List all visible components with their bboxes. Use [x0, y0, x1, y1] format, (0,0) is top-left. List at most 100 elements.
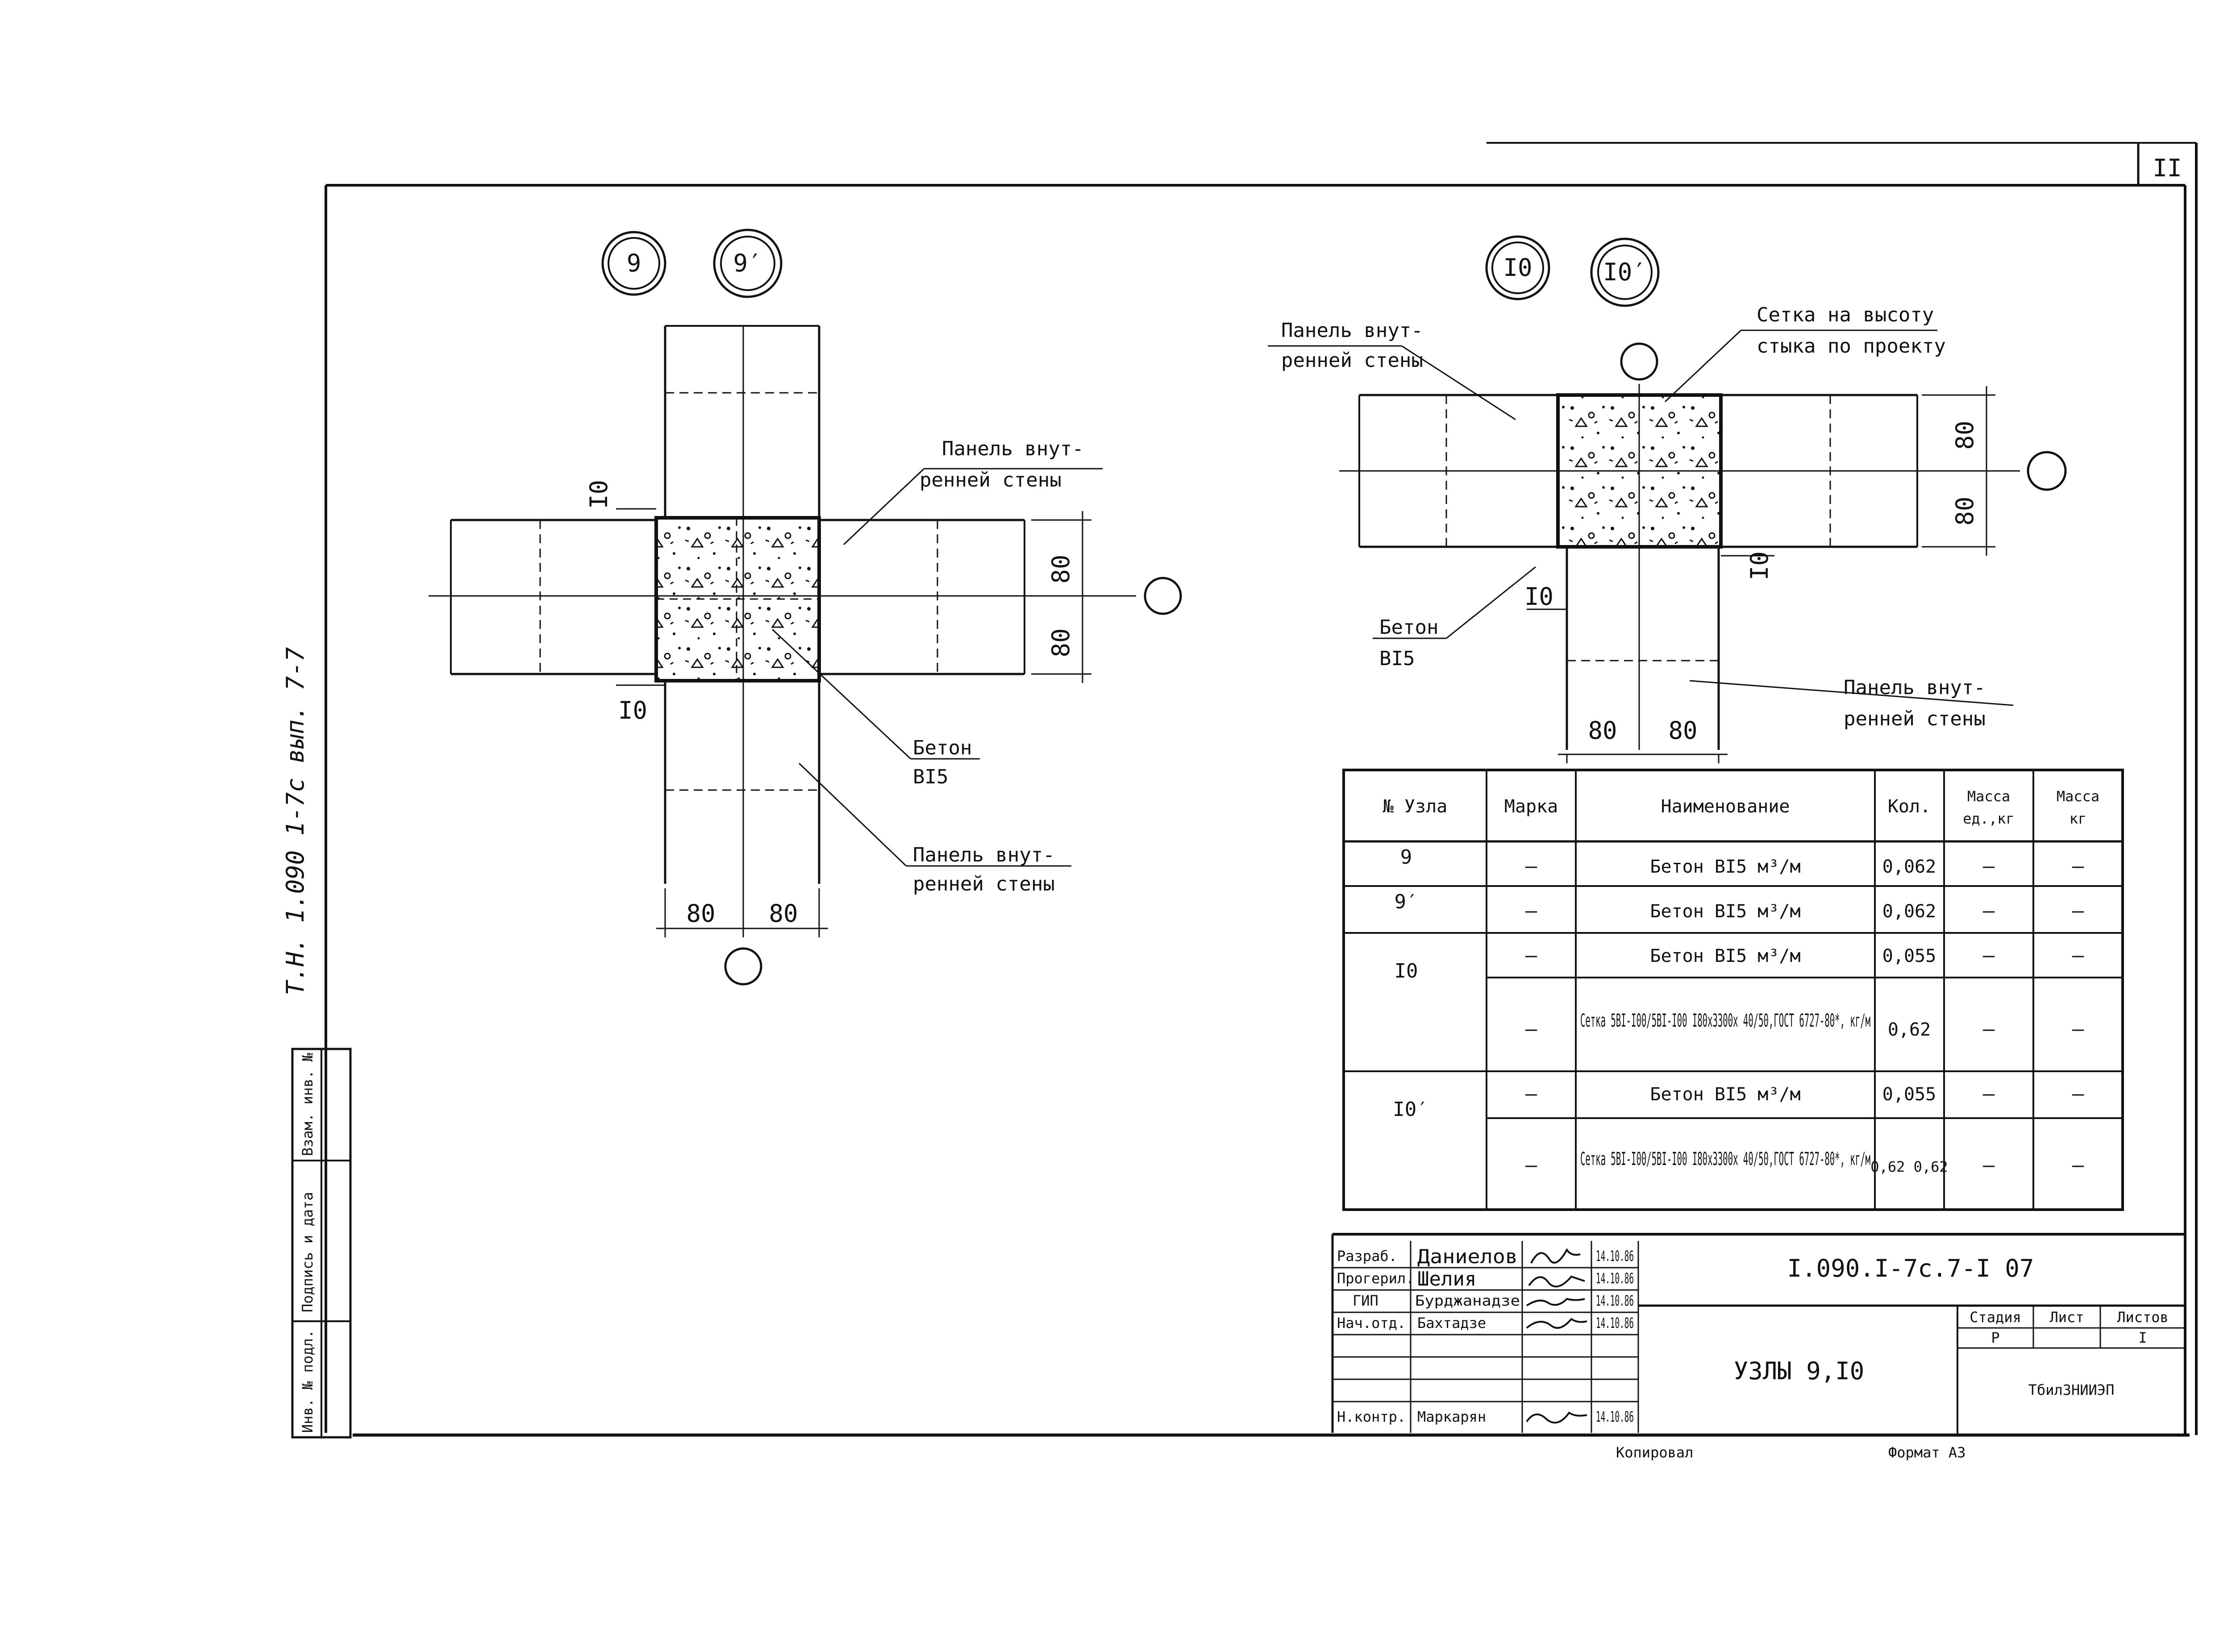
- stage-value: Р: [1991, 1329, 1999, 1346]
- node-10-dims-right: 80 80: [1922, 386, 1995, 556]
- svg-text:9′: 9′: [1395, 890, 1418, 913]
- node-10-dim-80-bottom: 80: [1951, 496, 1979, 525]
- footer-format: Формат А3: [1888, 1444, 1965, 1461]
- organization: ТбилЗНИИЭП: [2028, 1382, 2115, 1398]
- name-norm-control: Маркарян: [1417, 1408, 1486, 1425]
- date-gip: 14.10.86: [1596, 1292, 1634, 1309]
- th-name: Наименование: [1661, 796, 1790, 817]
- node-10-axis-marker-top: [1620, 342, 1658, 381]
- th-qty: Кол.: [1888, 796, 1931, 817]
- table-row: 9′ – Бетон ВI5 м³/м 0,062 – –: [1395, 890, 2084, 922]
- svg-text:–: –: [1525, 899, 1537, 922]
- sheet-frame: II: [325, 142, 2198, 1437]
- svg-text:–: –: [1525, 855, 1537, 878]
- node-9-label-concrete-l2: ВI5: [913, 766, 948, 788]
- svg-text:–: –: [1983, 944, 1995, 967]
- node-10-label-panel-bottom-l2: ренней стены: [1844, 707, 1986, 730]
- svg-text:–: –: [1525, 1018, 1537, 1040]
- svg-text:Бетон ВI5 м³/м: Бетон ВI5 м³/м: [1650, 946, 1800, 966]
- node-9-label-panel-top-l1: Панель внут-: [942, 437, 1084, 460]
- name-dept-head: Бахтадзе: [1417, 1315, 1486, 1332]
- name-gip: Бурджанадзе: [1415, 1292, 1520, 1309]
- node-10-label-panel-top-l1: Панель внут-: [1281, 319, 1423, 342]
- svg-text:–: –: [1525, 1154, 1537, 1177]
- node-10-dim-80-right: 80: [1668, 716, 1697, 745]
- node-9-axis-marker-right: [1144, 577, 1182, 615]
- name-developer: Даниелов: [1417, 1245, 1518, 1268]
- th-mark: Марка: [1504, 796, 1558, 817]
- node-9-dim-10-top: I0: [585, 480, 613, 509]
- drawing-title: УЗЛЫ 9,I0: [1734, 1357, 1865, 1385]
- spec-table: № Узла Марка Наименование Кол. Масса ед.…: [1342, 769, 2124, 1211]
- table-row: – Сетка 5ВI-I00/5ВI-I00 I80х3300х 40/50,…: [1525, 1011, 2084, 1040]
- node-10-dim-10-left: I0: [1524, 583, 1553, 611]
- svg-text:–: –: [2072, 944, 2084, 967]
- stamp-inv-label: Инв. № подл.: [299, 1330, 316, 1433]
- svg-text:–: –: [2072, 1154, 2084, 1177]
- date-checker: 14.10.86: [1596, 1270, 1634, 1287]
- node-9-dims-bottom: 80 80: [656, 888, 828, 937]
- svg-text:0,055: 0,055: [1882, 946, 1936, 966]
- table-row: 9 – Бетон ВI5 м³/м 0,062 – –: [1400, 846, 2084, 878]
- role-developer: Разраб.: [1337, 1248, 1397, 1265]
- node-9-axis-marker-bottom: [724, 947, 762, 986]
- node-10-dim-80-top: 80: [1951, 420, 1979, 449]
- th-mass-l1: Масса: [2057, 788, 2099, 805]
- svg-text:–: –: [1983, 1154, 1995, 1177]
- node-9-dims-right: 80 80: [1031, 511, 1091, 683]
- name-checker: Шелия: [1417, 1268, 1476, 1290]
- svg-text:–: –: [1983, 899, 1995, 922]
- svg-text:I0′: I0′: [1393, 1098, 1428, 1121]
- callout-9: 9: [627, 249, 641, 277]
- node-10-label-concrete-l1: Бетон: [1379, 616, 1438, 639]
- svg-text:Бетон ВI5 м³/м: Бетон ВI5 м³/м: [1650, 857, 1800, 877]
- svg-text:Бетон ВI5 м³/м: Бетон ВI5 м³/м: [1650, 1084, 1800, 1105]
- svg-text:0,062: 0,062: [1882, 857, 1936, 877]
- side-note: Т.Н. 1.090 1-7с вып. 7-7: [281, 647, 309, 995]
- node-10-label-panel-bottom-l1: Панель внут-: [1844, 676, 1986, 699]
- svg-text:0,62 0,62: 0,62 0,62: [1870, 1158, 1948, 1175]
- node-9-label-panel-top-l2: ренней стены: [920, 469, 1062, 491]
- node-10-drawing: I0 I0′: [1268, 235, 2067, 763]
- document-code: I.090.I-7с.7-I 07: [1787, 1254, 2034, 1282]
- stamp-sign-label: Подпись и дата: [299, 1192, 316, 1312]
- node-9-panel-bottom: [664, 681, 820, 884]
- node-9-panel-left: [450, 519, 656, 675]
- date-developer: 14.10.86: [1596, 1248, 1634, 1265]
- node-9-dim-80-left: 80: [686, 899, 715, 928]
- svg-text:–: –: [1983, 855, 1995, 878]
- node-10-label-mesh-l1: Сетка на высоту: [1757, 304, 1934, 326]
- callout-9-prime: 9′: [733, 249, 762, 277]
- node-9-dim-10-bottom: I0: [618, 696, 647, 724]
- node-9-dim-80-top: 80: [1047, 554, 1075, 583]
- node-10-dims-bottom: 80 80: [1558, 716, 1728, 763]
- svg-text:–: –: [2072, 1018, 2084, 1040]
- svg-text:Сетка 5ВI-I00/5ВI-I00 I80х3300: Сетка 5ВI-I00/5ВI-I00 I80х3300х 40/50,ГО…: [1580, 1149, 1870, 1169]
- node-10-panel-bottom: [1566, 547, 1720, 750]
- table-row: I0 – Бетон ВI5 м³/м 0,055 – –: [1395, 944, 2084, 982]
- svg-text:I0: I0: [1395, 960, 1418, 982]
- node-9-dim-80-bottom: 80: [1047, 628, 1075, 657]
- role-gip: ГИП: [1353, 1292, 1378, 1309]
- th-mass-unit-l1: Масса: [1967, 788, 2010, 805]
- callout-10: I0: [1503, 254, 1532, 282]
- callout-10-prime: I0′: [1603, 258, 1647, 286]
- footer-copied: Копировал: [1616, 1444, 1693, 1461]
- sheets-value: I: [2138, 1329, 2147, 1346]
- node-9-drawing: 9 9′: [429, 229, 1182, 986]
- th-mass-l2: кг: [2070, 810, 2087, 827]
- signature-marks: [1526, 1248, 1587, 1424]
- svg-text:–: –: [1525, 944, 1537, 967]
- node-10-label-concrete-l2: ВI5: [1379, 647, 1415, 670]
- role-dept-head: Нач.отд.: [1337, 1315, 1406, 1332]
- sheets-header: Листов: [2117, 1309, 2169, 1326]
- node-9-label-panel-bottom-l2: ренней стены: [913, 873, 1055, 895]
- svg-text:–: –: [1983, 1082, 1995, 1105]
- role-norm-control: Н.контр.: [1337, 1408, 1406, 1425]
- sheet-number: II: [2153, 154, 2182, 182]
- node-9-panel-right: [819, 519, 1025, 675]
- node-10-axis-marker-right: [2027, 451, 2067, 491]
- node-9-dim-80-right: 80: [769, 899, 798, 928]
- role-checker: Прогерил.: [1337, 1270, 1414, 1287]
- node-9-label-panel-bottom-l1: Панель внут-: [913, 844, 1055, 866]
